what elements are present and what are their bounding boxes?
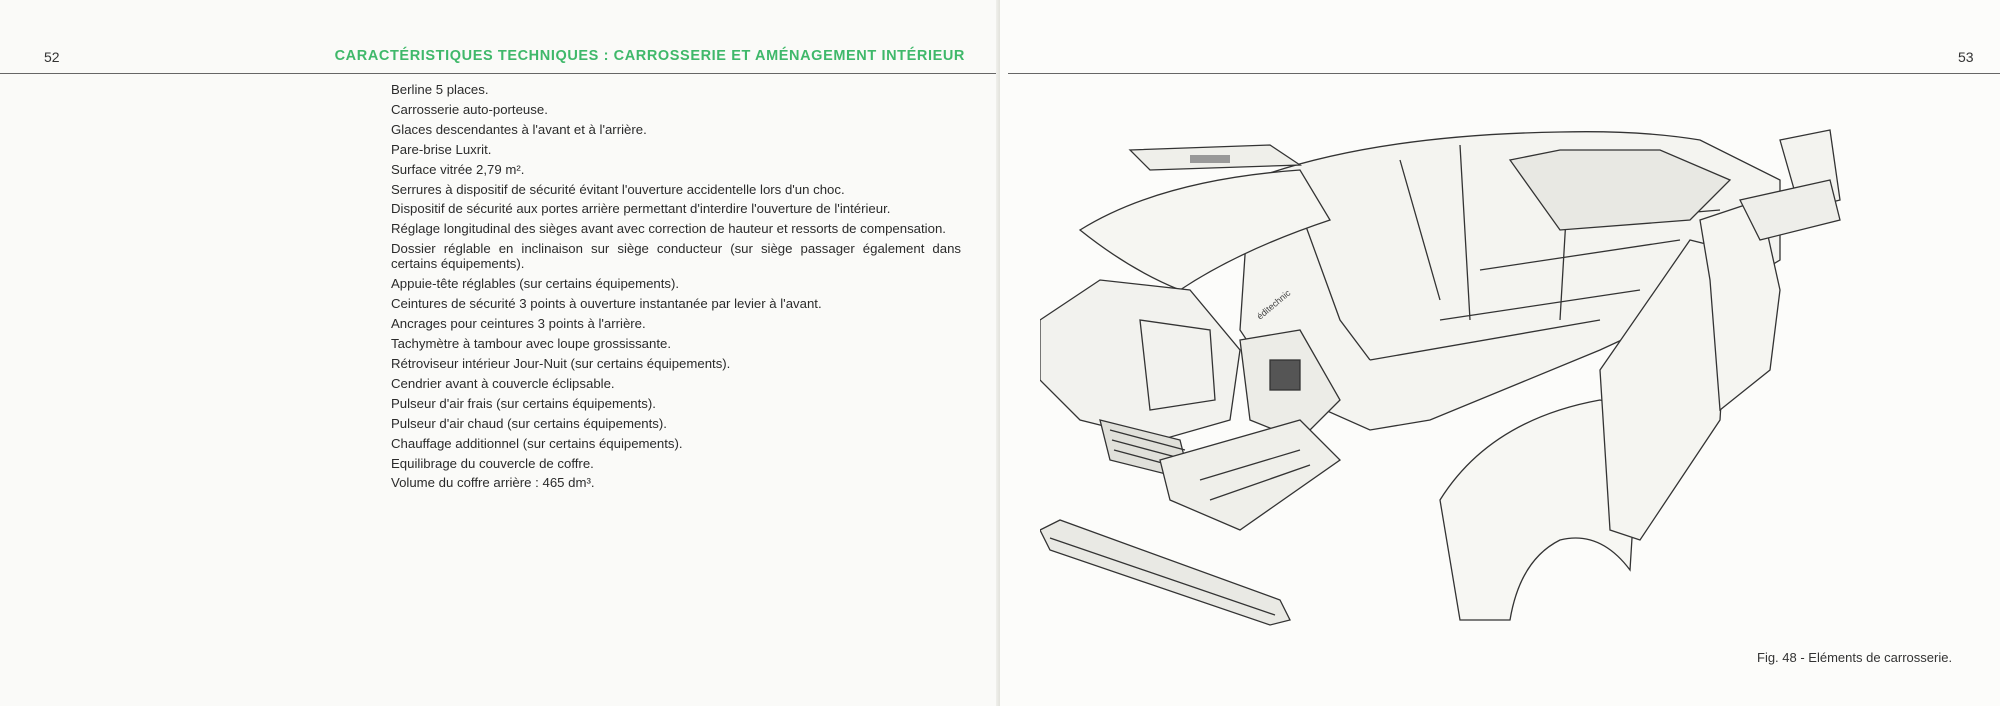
spec-item: Dossier réglable en inclinaison sur sièg… [391,241,961,272]
spec-item: Surface vitrée 2,79 m². [391,161,525,177]
left-page: 52 CARACTÉRISTIQUES TECHNIQUES : CARROSS… [0,48,996,493]
section-header: CARACTÉRISTIQUES TECHNIQUES : CARROSSERI… [334,48,965,64]
spec-item: Ancrages pour ceintures 3 points à l'arr… [391,316,646,332]
spec-item: Tachymètre à tambour avec loupe grossiss… [391,336,672,352]
spec-item: Pare-brise Luxrit. [391,141,492,157]
spec-item: Equilibrage du couvercle de coffre. [391,455,594,471]
spec-list: Berline 5 places. Carrosserie auto-porte… [391,80,961,493]
spec-item: Ceintures de sécurité 3 points à ouvertu… [391,296,822,312]
spec-item: Serrures à dispositif de sécurité évitan… [391,181,845,197]
spec-item: Berline 5 places. [391,82,489,97]
car-body-exploded-diagram: éditechnic [1040,129,1841,626]
header-rule [0,73,996,74]
spec-item: Chauffage additionnel (sur certains équi… [391,435,683,451]
header-rule [1008,73,2000,74]
spec-item: Pulseur d'air frais (sur certains équipe… [391,395,656,411]
spec-item: Réglage longitudinal des sièges avant av… [391,221,946,237]
spec-item: Pulseur d'air chaud (sur certains équipe… [391,415,667,431]
spec-item: Rétroviseur intérieur Jour-Nuit (sur cer… [391,355,731,371]
page-number: 52 [44,49,60,65]
spec-item: Appuie-tête réglables (sur certains équi… [391,276,680,292]
spec-item: Glaces descendantes à l'avant et à l'arr… [391,121,647,137]
right-page: 53 éditechnic Fig. 48 - Eléments de carr [1000,0,2000,706]
spec-item: Cendrier avant à couvercle éclipsable. [391,375,615,391]
spec-item: Carrosserie auto-porteuse. [391,101,548,117]
spec-item: Dispositif de sécurité aux portes arrièr… [391,201,891,217]
page-number: 53 [1958,49,1974,65]
figure-caption: Fig. 48 - Eléments de carrosserie. [1757,650,1953,665]
spec-item: Volume du coffre arrière : 465 dm³. [391,475,595,491]
